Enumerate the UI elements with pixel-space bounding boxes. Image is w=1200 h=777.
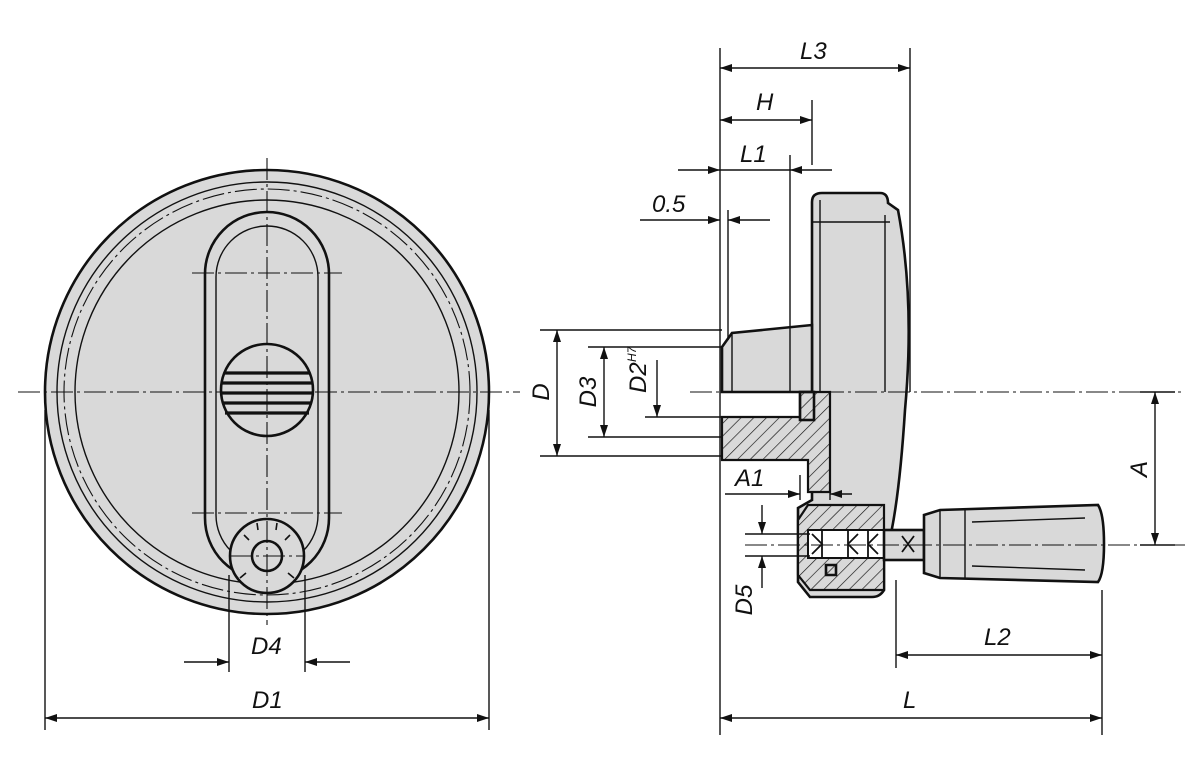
handle-grip xyxy=(922,503,1106,584)
dim-label-0-5: 0.5 xyxy=(652,191,686,218)
dim-label-a1: A1 xyxy=(733,465,764,492)
dim-label-d1: D1 xyxy=(252,687,283,714)
svg-text:D2: D2 xyxy=(625,362,652,393)
hub-body xyxy=(720,323,814,394)
dim-label-d2-h7: D2 H7 xyxy=(625,345,652,393)
dim-label-d: D xyxy=(528,383,555,400)
dim-label-d4: D4 xyxy=(251,633,282,660)
front-view: D4 D1 xyxy=(18,158,520,730)
handle-knob-serrations xyxy=(239,522,295,579)
dim-label-l2: L2 xyxy=(984,624,1011,651)
dim-label-l3: L3 xyxy=(800,38,827,65)
side-view: L3 H L1 0.5 D D3 D2 H7 xyxy=(528,38,1185,735)
wheel-body xyxy=(796,191,910,599)
dim-label-d3: D3 xyxy=(575,376,602,407)
dim-label-a: A xyxy=(1126,461,1153,479)
dim-label-d5: D5 xyxy=(731,584,758,615)
dim-label-h: H xyxy=(756,89,774,116)
svg-text:H7: H7 xyxy=(625,345,639,362)
dim-label-l1: L1 xyxy=(740,141,767,168)
dim-label-l: L xyxy=(903,687,916,714)
